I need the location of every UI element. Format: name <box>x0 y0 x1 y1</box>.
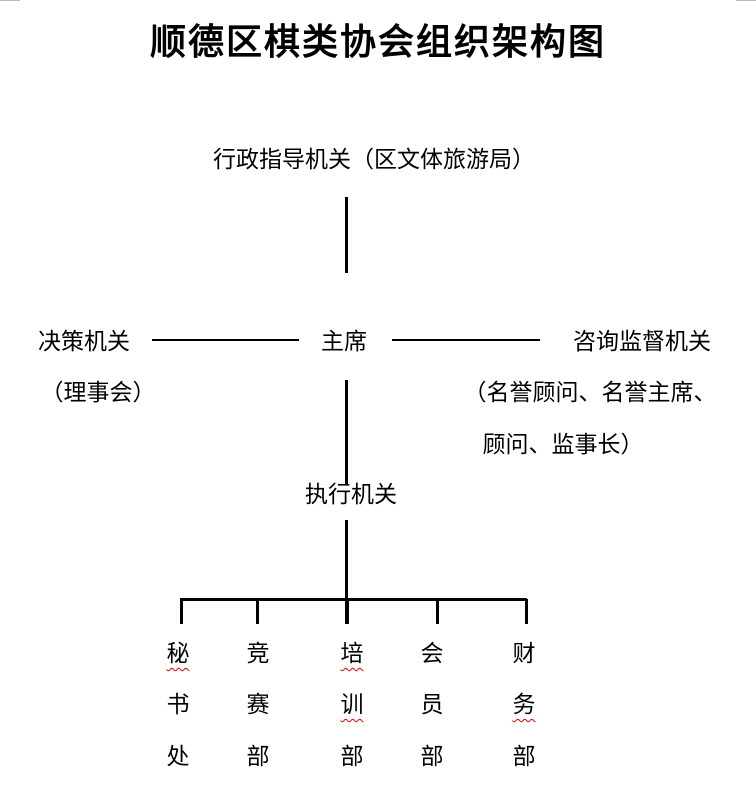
advisory-node: 咨询监督机关 <box>573 329 711 355</box>
department-connector <box>525 599 528 624</box>
department-connector <box>346 599 349 624</box>
department-label-char: 竞 <box>246 641 270 667</box>
department-label-char: 部 <box>420 744 444 770</box>
department-label-char: 务 <box>512 692 536 718</box>
advisory-sub-label: 顾问、监事长） <box>482 432 644 458</box>
department-label-char: 书 <box>166 692 190 718</box>
department-label-char: 部 <box>340 744 364 770</box>
connector-line <box>392 339 540 341</box>
connector-line <box>152 339 299 341</box>
department-label-char: 训 <box>340 692 364 718</box>
department-label-char: 会 <box>420 641 444 667</box>
department-connector <box>436 599 439 624</box>
connector-line <box>345 197 348 273</box>
executive-node: 执行机关 <box>305 482 397 508</box>
chairman-node: 主席 <box>321 329 367 355</box>
department-connector <box>180 599 183 624</box>
department-label-char: 处 <box>166 744 190 770</box>
department-connector <box>256 599 259 624</box>
department-label-char: 财 <box>512 641 536 667</box>
margin-mark-right <box>736 0 756 1</box>
department-label-char: 员 <box>420 692 444 718</box>
supervisor-node: 行政指导机关（区文体旅游局） <box>213 147 535 173</box>
advisory-sub-label: （名誉顾问、名誉主席、 <box>463 380 717 406</box>
decision-sub-label: （理事会） <box>40 380 156 406</box>
department-label-char: 培 <box>340 641 364 667</box>
page-title: 顺德区棋类协会组织架构图 <box>149 21 607 63</box>
department-label-char: 秘 <box>166 641 190 667</box>
branch-line <box>180 598 527 601</box>
department-label-char: 赛 <box>246 692 270 718</box>
margin-mark-left <box>0 0 20 1</box>
department-label-char: 部 <box>246 744 270 770</box>
connector-line <box>345 520 348 624</box>
decision-node: 决策机关 <box>38 329 130 355</box>
connector-line <box>345 380 348 484</box>
department-label-char: 部 <box>512 744 536 770</box>
